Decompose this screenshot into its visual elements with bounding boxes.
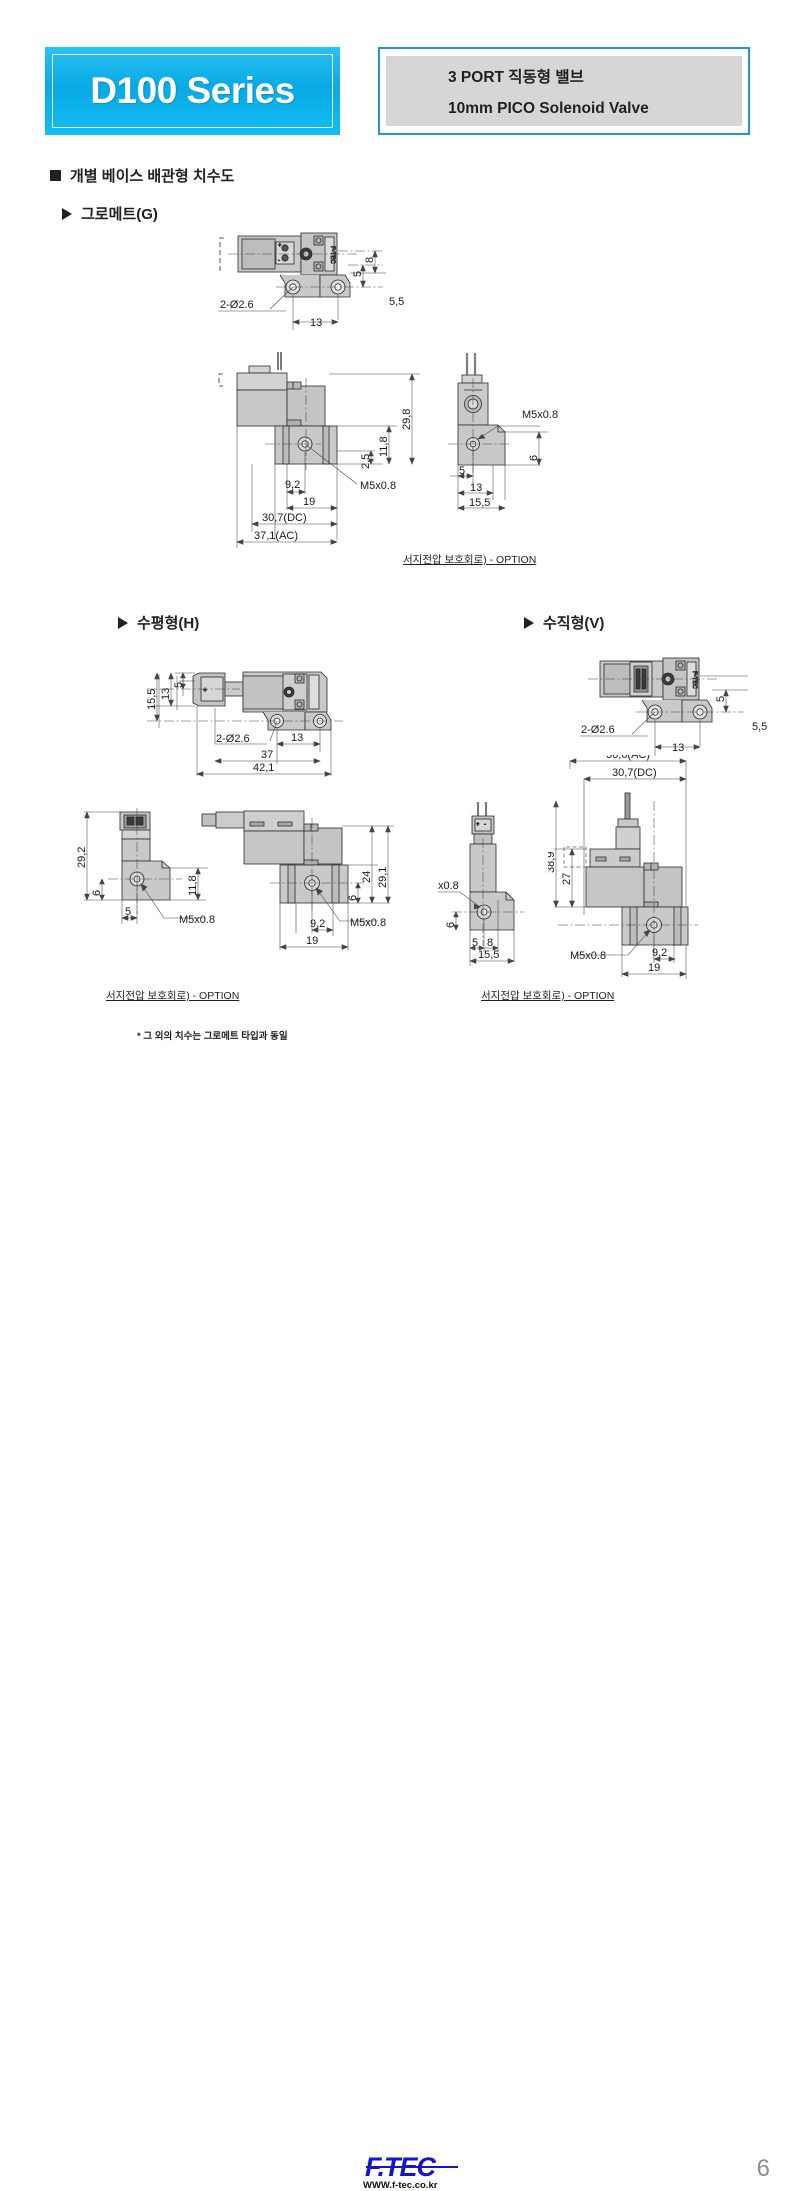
vertical-section-heading: 수직형(V) [524,612,604,633]
grommet-side-view: 6 5 13 15,5 M5x0.8 [440,348,610,533]
dim-307dc: 30,7(DC) [612,767,657,779]
dim-13: 13 [470,482,482,494]
page-number: 6 [756,2155,770,2182]
dim-5: 5 [173,682,185,688]
dim-155: 15,5 [146,689,158,710]
dim-5: 5 [125,906,131,918]
dim-37: 37 [261,749,273,761]
dim-19: 19 [306,935,318,947]
dim-2-o26: 2-Ø2.6 [581,724,615,736]
dim-m5x08: M5x0.8 [570,950,606,962]
dim-6: 6 [91,890,103,896]
dim-366ac: 36,6(AC) [606,755,650,761]
dim-389: 38,9 [548,852,557,873]
main-section-heading: 개별 베이스 배관형 치수도 [50,165,234,186]
dim-m5x08: M5x0.8 [350,917,386,929]
dim-13: 13 [672,742,684,754]
dim-6: 6 [347,895,359,901]
dim-2-o26: 2-Ø2.6 [220,299,254,311]
dim-371ac: 37,1(AC) [254,530,298,542]
dim-5: 5 [352,271,364,277]
vertical-front-view: 36,6(AC) 30,7(DC) 38,9 27 9,2 19 M5x0.8 [548,755,783,985]
svg-text:+: + [203,687,207,694]
dim-92: 9,2 [652,947,667,959]
dim-25: 2,5 [360,454,372,469]
horizontal-side-view: 29,2 6 11,8 5 M5x0.8 [58,806,248,971]
dim-298: 29,8 [401,409,413,430]
dim-292: 29,2 [76,847,88,868]
dim-55: 5,5 [752,721,767,733]
dim-m5x08: M5x0.8 [522,409,558,421]
dim-m5x08: M5x0.8 [360,480,396,492]
horizontal-option-caption: 서지전압 보호회로) - OPTION [106,990,240,1002]
dim-13a: 13 [160,688,172,700]
dim-13: 13 [310,317,322,329]
triangle-bullet-icon [118,616,128,629]
spec-header-fill: 3 PORT 직동형 밸브 10mm PICO Solenoid Valve [386,56,742,126]
dim-55: 5,5 [389,296,404,308]
svg-text:+: + [278,243,282,249]
dim-155: 15,5 [478,949,499,961]
dim-6: 6 [445,922,457,928]
series-title-inner: D100 Series [52,54,333,128]
dim-8: 8 [364,257,376,263]
svg-text:F-TEC: F-TEC [329,246,335,264]
series-title-badge: D100 Series [45,47,340,135]
grommet-section-heading: 그로메트(G) [62,203,158,224]
dim-291: 29,1 [377,867,389,888]
triangle-bullet-icon [524,616,534,629]
logo-strike-decoration [366,2166,458,2168]
dim-5: 5 [715,696,727,702]
dim-421: 42,1 [253,762,274,774]
spec-line-1: 3 PORT 직동형 밸브 [448,68,584,86]
svg-text:F-TEC: F-TEC [691,671,697,689]
page-footer: F.TEC WWW.f-tec.co.kr 6 [0,1070,800,2191]
dim-8: 8 [487,937,493,949]
triangle-bullet-icon [62,207,72,220]
horizontal-top-view: + [115,648,365,793]
horizontal-section-heading: 수평형(H) [118,612,199,633]
svg-text:-: - [278,258,280,264]
dim-19: 19 [648,962,660,974]
dim-27: 27 [561,873,573,885]
dim-x08: x0.8 [438,880,459,892]
footnote-text: * 그 외의 치수는 그로메트 타입과 동일 [137,1031,288,1042]
vertical-side-view: + - 6 5 8 15,5 x0.8 [438,800,573,985]
spec-header-box: 3 PORT 직동형 밸브 10mm PICO Solenoid Valve [378,47,750,135]
dim-118: 11,8 [187,875,199,896]
svg-text:+: + [476,822,480,828]
horizontal-front-view: 29,1 24 6 9,2 19 M5x0.8 [192,808,407,973]
dim-5: 5 [459,465,465,477]
dim-6: 6 [528,455,540,461]
dim-2-o26: 2-Ø2.6 [216,733,250,745]
main-heading-text: 개별 베이스 배관형 치수도 [70,168,235,185]
square-bullet-icon [50,170,61,181]
vertical-top-view: F-TEC 2-Ø2.6 13 5,5 5 [548,652,793,772]
vertical-heading-text: 수직형(V) [543,615,605,632]
svg-text:-: - [484,822,486,828]
dim-5: 5 [472,937,478,949]
dim-19: 19 [303,496,315,508]
grommet-option-caption: 서지전압 보호회로) - OPTION [403,554,537,566]
dim-m5x08: M5x0.8 [179,914,215,926]
grommet-front-view: 29,8 11,8 2,5 9,2 19 30,7(DC) 37,1(AC) M… [205,352,435,557]
spec-line-2: 10mm PICO Solenoid Valve [448,99,649,117]
dim-13b: 13 [291,732,303,744]
dim-118: 11,8 [378,436,390,457]
grommet-top-view: + - F-TEC [198,225,448,340]
grommet-heading-text: 그로메트(G) [81,206,158,223]
dim-155: 15,5 [469,497,490,509]
dim-92: 9,2 [285,479,300,491]
horizontal-heading-text: 수평형(H) [137,615,200,632]
series-title-text: D100 Series [90,70,295,111]
company-url: WWW.f-tec.co.kr [363,2180,438,2191]
page-header: D100 Series 3 PORT 직동형 밸브 10mm PICO Sole… [0,0,800,160]
dim-24: 24 [361,871,373,883]
vertical-option-caption: 서지전압 보호회로) - OPTION [481,990,615,1002]
dim-307dc: 30,7(DC) [262,512,307,524]
dim-92: 9,2 [310,918,325,930]
